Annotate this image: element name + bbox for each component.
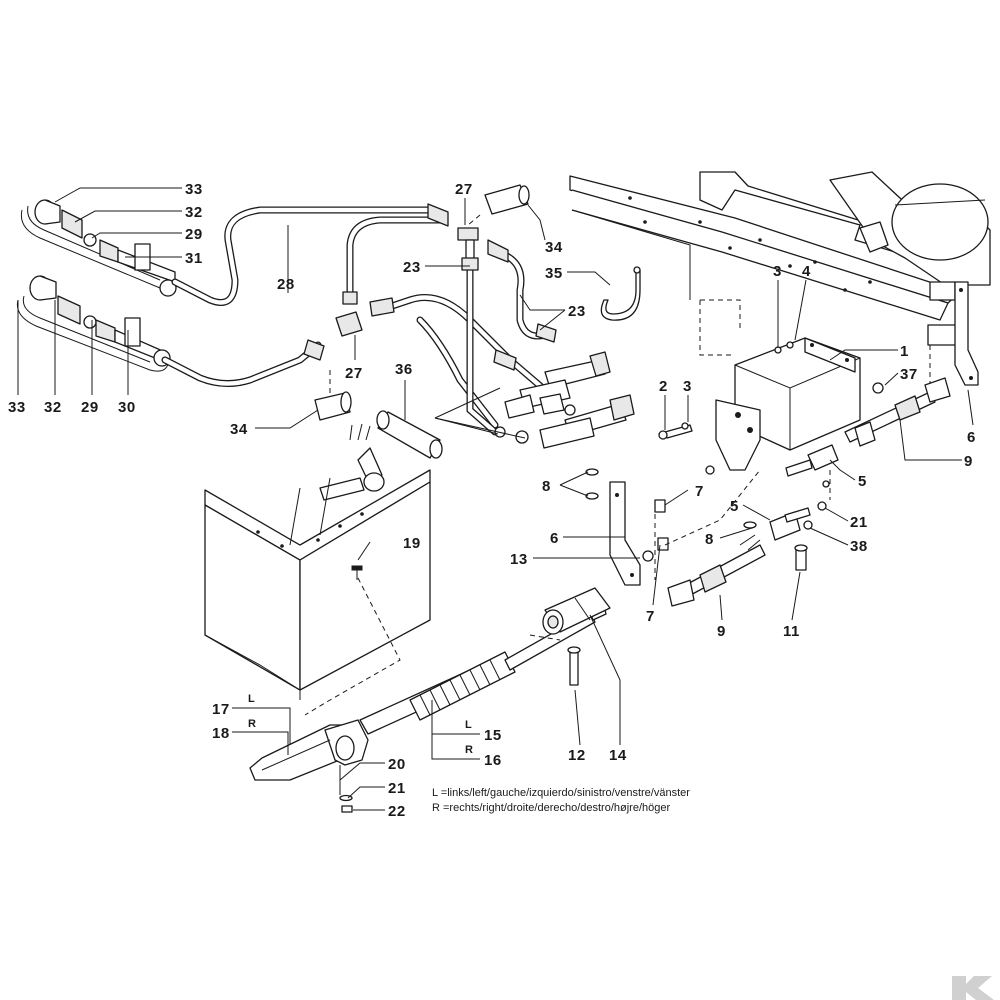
legend-left: L =links/left/gauche/izquierdo/sinistro/… <box>432 787 690 799</box>
coupler-lower <box>16 275 171 372</box>
adjuster-rod-upper <box>844 377 951 447</box>
callout-3-upper: 3 <box>773 263 782 280</box>
callout-15-l-tag: L <box>465 719 472 731</box>
callout-23-lower: 23 <box>568 303 586 320</box>
pin-washer-clip <box>339 765 353 813</box>
callout-38: 38 <box>850 538 868 555</box>
callout-7-upper: 7 <box>695 483 704 500</box>
valve-assembly <box>434 351 635 449</box>
callout-3-lower: 3 <box>683 378 692 395</box>
callout-36: 36 <box>395 361 413 378</box>
callout-5-upper: 5 <box>858 473 867 490</box>
leader-lines <box>17 187 974 811</box>
protective-sleeves <box>314 184 530 459</box>
callout-34-lower: 34 <box>230 421 248 438</box>
callout-2: 2 <box>659 378 668 395</box>
hopper-body <box>204 469 431 700</box>
side-legend: L =links/left/gauche/izquierdo/sinistro/… <box>432 787 690 814</box>
side-bracket-left <box>609 481 641 586</box>
callout-18: 18 <box>212 725 230 742</box>
screw-12 <box>567 646 581 686</box>
legend-right: R =rechts/right/droite/derecho/destro/hø… <box>432 802 670 814</box>
callout-32-lower: 32 <box>44 399 62 416</box>
hose-lines <box>161 206 549 436</box>
chassis-frame <box>569 171 991 390</box>
callout-19: 19 <box>403 535 421 552</box>
handle-17-18 <box>249 719 369 781</box>
callout-6-left: 6 <box>550 530 559 547</box>
fasteners <box>351 341 884 580</box>
callout-13: 13 <box>510 551 528 568</box>
sleeve-14 <box>542 587 611 635</box>
callout-labels: 33 32 29 31 28 33 32 29 30 27 34 23 35 2… <box>8 181 976 820</box>
callout-34-upper: 34 <box>545 239 563 256</box>
side-bracket-right <box>954 281 979 386</box>
callout-20: 20 <box>388 756 406 773</box>
sensor-unit <box>319 423 385 501</box>
callout-15: 15 <box>484 727 502 744</box>
callout-21-left: 21 <box>388 780 406 797</box>
hose-clamp <box>600 266 641 321</box>
callout-21-right: 21 <box>850 514 868 531</box>
callout-1: 1 <box>900 343 909 360</box>
callout-27-lower: 27 <box>345 365 363 382</box>
callout-31: 31 <box>185 250 203 267</box>
callout-5-lower: 5 <box>730 498 739 515</box>
mounting-bracket <box>715 337 861 471</box>
callout-29-upper: 29 <box>185 226 203 243</box>
callout-14: 14 <box>609 747 627 764</box>
callout-16: 16 <box>484 752 502 769</box>
callout-17: 17 <box>212 701 230 718</box>
hose-fittings <box>303 203 557 371</box>
callout-9-upper: 9 <box>964 453 973 470</box>
callout-33-upper: 33 <box>185 181 203 198</box>
callout-16-r-tag: R <box>465 744 473 756</box>
callout-8-upper: 8 <box>542 478 551 495</box>
callout-35: 35 <box>545 265 563 282</box>
adjuster-rod-lower <box>667 534 766 607</box>
callout-22: 22 <box>388 803 406 820</box>
callout-4: 4 <box>802 263 811 280</box>
callout-27-upper: 27 <box>455 181 473 198</box>
callout-33-lower: 33 <box>8 399 26 416</box>
coupler-upper <box>20 199 181 297</box>
callout-28: 28 <box>277 276 295 293</box>
callout-17-l-tag: L <box>248 693 255 705</box>
callout-6-right: 6 <box>967 429 976 446</box>
callout-11: 11 <box>783 623 800 640</box>
callout-9-lower: 9 <box>717 623 726 640</box>
assembly-guides <box>304 214 831 716</box>
callout-18-r-tag: R <box>248 718 256 730</box>
callout-37: 37 <box>900 366 918 383</box>
callout-30: 30 <box>118 399 136 416</box>
callout-12: 12 <box>568 747 586 764</box>
callout-29-lower: 29 <box>81 399 99 416</box>
k-logo-icon <box>952 976 994 1000</box>
callout-8-lower: 8 <box>705 531 714 548</box>
callout-23-upper: 23 <box>403 259 421 276</box>
callout-32-upper: 32 <box>185 204 203 221</box>
callout-7-lower: 7 <box>646 608 655 625</box>
